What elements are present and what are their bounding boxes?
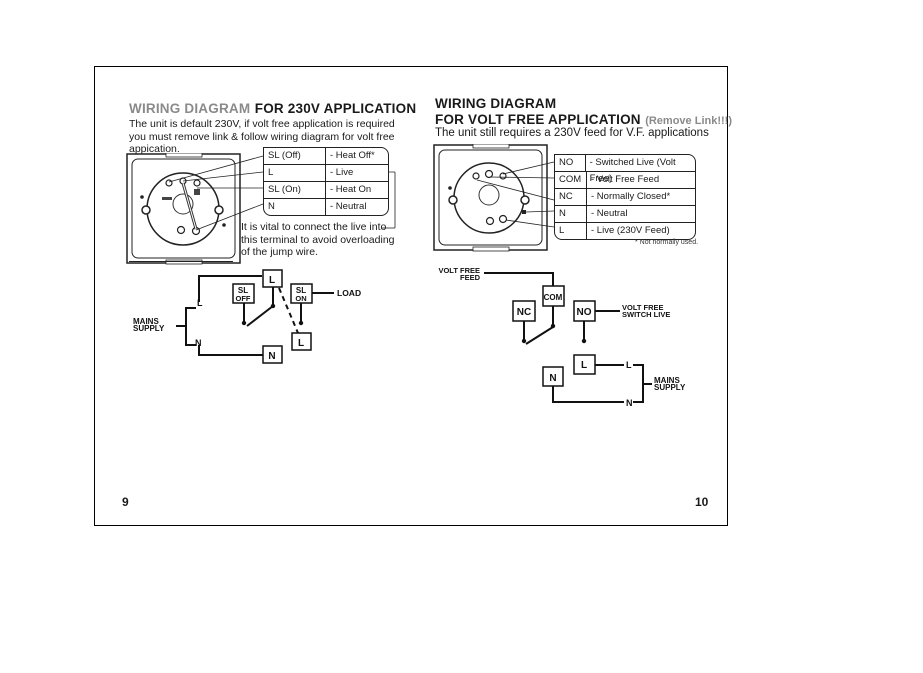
box-l-label: L [581, 360, 587, 371]
warning-line: this terminal to avoid overloading [241, 233, 395, 246]
section-divider [129, 261, 233, 262]
terminal-row: N - Neutral [555, 206, 695, 223]
box-sl-on-label-1: SL [296, 286, 306, 295]
box-l-top [262, 269, 283, 288]
box-nc [512, 300, 536, 322]
box-sl-on-label-2: ON [295, 294, 306, 303]
mains-supply-label-1: MAINS [654, 376, 680, 385]
box-sl-off [232, 283, 255, 304]
left-page-title: WIRING DIAGRAM FOR 230V APPLICATION [129, 100, 416, 118]
mains-l-label: L [626, 360, 632, 370]
box-n [542, 366, 564, 387]
volt-free-feed-label-1: VOLT FREE [438, 266, 480, 275]
box-com [542, 285, 565, 307]
box-sl-off-label-2: OFF [236, 294, 251, 303]
title-gray-part: WIRING DIAGRAM [129, 101, 251, 116]
footnote: * Not normally used. [635, 239, 699, 246]
mains-n-label: N [626, 398, 633, 408]
intro-line: appication. [129, 143, 180, 155]
left-terminal-table: SL (Off) - Heat Off* L - Live SL (On) - Hea… [263, 147, 389, 216]
right-title-line1: WIRING DIAGRAM [435, 96, 557, 111]
page-number-right: 10 [695, 495, 709, 509]
right-terminal-table: NO- Switched Live (Volt Free) COM - Volt … [554, 154, 696, 240]
terminal-row: L - Live [264, 165, 388, 182]
terminal-description: - Heat Off* [330, 150, 375, 161]
page-number-left: 9 [122, 495, 129, 509]
terminal-description: - Neutral [330, 201, 367, 212]
box-com-label: COM [544, 293, 563, 302]
terminal-row: SL (On) - Heat On [264, 182, 388, 199]
intro-line: The unit is default 230V, if volt free a… [129, 118, 395, 130]
mains-l-label: L [197, 298, 203, 308]
terminal-description: - Live (230V Feed) [591, 225, 670, 236]
terminal-row: COM - Volt Free Feed [555, 172, 695, 189]
terminal-description: - Normally Closed* [591, 191, 671, 202]
right-subtitle: The unit still requires a 230V feed for … [435, 127, 709, 139]
terminal-label: COM [555, 172, 587, 188]
terminal-description: - Neutral [591, 208, 628, 219]
terminal-row: NO- Switched Live (Volt Free) [555, 155, 695, 184]
terminal-label: N [555, 206, 587, 222]
title-volt-free: FOR VOLT FREE APPLICATION [435, 112, 641, 127]
box-l-bottom [291, 332, 312, 351]
terminal-label: L [264, 165, 326, 181]
mains-n-label: N [195, 338, 202, 348]
volt-free-switch-live-label-2: SWITCH LIVE [622, 310, 670, 319]
live-warning-text: It is vital to connect the live into thi… [241, 221, 395, 259]
mains-supply-label-2: SUPPLY [133, 324, 165, 333]
terminal-label: SL (On) [264, 182, 326, 198]
manual-spread-frame [94, 66, 728, 526]
box-l [573, 354, 596, 375]
title-black-part: FOR 230V APPLICATION [254, 101, 417, 116]
volt-free-switch-live-label-1: VOLT FREE [622, 303, 664, 312]
right-title-line2: FOR VOLT FREE APPLICATION (Remove Link!!… [435, 111, 732, 129]
terminal-description: - Volt Free Feed [591, 174, 660, 185]
box-n [262, 345, 283, 364]
mains-supply-label-2: SUPPLY [654, 383, 686, 392]
warning-line: of the jump wire. [241, 246, 319, 258]
box-n-label: N [549, 373, 556, 384]
box-no [573, 300, 596, 322]
terminal-label: NC [555, 189, 587, 205]
terminal-label: L [555, 223, 587, 239]
box-sl-off-label-1: SL [238, 286, 248, 295]
box-nc-label: NC [517, 307, 531, 318]
terminal-label: N [264, 199, 326, 215]
box-n-label: N [268, 351, 275, 362]
terminal-row: SL (Off) - Heat Off* [264, 148, 388, 165]
terminal-row: L - Live (230V Feed) [555, 223, 695, 239]
terminal-row: NC - Normally Closed* [555, 189, 695, 206]
remove-link-note: (Remove Link!!!) [645, 115, 732, 127]
terminal-description: - Live [330, 167, 354, 178]
box-l-bottom-label: L [298, 338, 304, 349]
intro-line: you must remove link & follow wiring dia… [129, 130, 395, 143]
box-sl-on [290, 283, 313, 304]
terminal-label: NO [555, 155, 586, 171]
terminal-row: N - Neutral [264, 199, 388, 215]
box-l-top-label: L [269, 275, 275, 286]
terminal-label: SL (Off) [264, 148, 326, 164]
volt-free-feed-label-2: FEED [460, 273, 481, 282]
box-no-label: NO [577, 307, 592, 318]
warning-line: It is vital to connect the live into [241, 221, 387, 233]
mains-supply-label-1: MAINS [133, 317, 159, 326]
left-intro-text: The unit is default 230V, if volt free a… [129, 118, 395, 156]
terminal-description: - Switched Live (Volt Free) [589, 157, 676, 184]
terminal-description: - Heat On [330, 184, 372, 195]
load-label: LOAD [337, 288, 361, 298]
